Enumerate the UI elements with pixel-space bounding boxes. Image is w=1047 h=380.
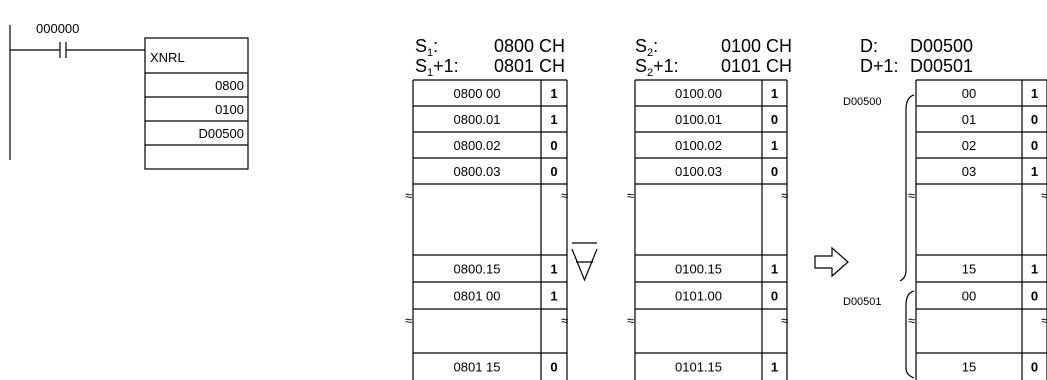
d-word2-brace	[905, 290, 915, 379]
bit-address: 0100.15	[675, 262, 722, 277]
d-word1-brace	[899, 94, 915, 282]
bit-value: 1	[1031, 262, 1038, 277]
s1-next-value: 0801 CH	[494, 56, 565, 76]
bit-address: 0100.02	[675, 138, 722, 153]
bit-address: 0100.00	[675, 86, 722, 101]
operand-s2: 0100	[215, 102, 244, 117]
s2-next-value: 0101 CH	[721, 56, 792, 76]
bit-value: 0	[1031, 138, 1038, 153]
bit-value: 1	[1031, 164, 1038, 179]
bit-address: 15	[962, 360, 976, 375]
s2-next-label: S2+1:	[635, 56, 679, 79]
bit-value: 1	[771, 138, 778, 153]
bit-address: 0100.03	[675, 164, 722, 179]
bit-value: 1	[771, 86, 778, 101]
bit-value: 1	[1031, 86, 1038, 101]
break-mark-icon: ≈	[781, 313, 788, 328]
d-header: D: D00500 D+1: D00501	[860, 36, 973, 76]
s1-next-label: S1+1:	[415, 56, 459, 79]
result-arrow-icon	[814, 246, 849, 278]
operand-s1: 0800	[215, 78, 244, 93]
xnor-operator-icon	[571, 242, 598, 282]
break-mark-icon: ≈	[908, 188, 915, 203]
break-mark-icon: ≈	[1041, 313, 1047, 328]
bit-value: 1	[550, 289, 557, 304]
bit-address: 00	[962, 289, 976, 304]
contact-label: 000000	[36, 21, 79, 36]
bit-address: 0800.02	[454, 138, 501, 153]
d-next-value: D00501	[910, 56, 973, 76]
break-mark-icon: ≈	[781, 188, 788, 203]
s1-header: S1: 0800 CH S1+1: 0801 CH	[415, 36, 565, 79]
bit-address: 0800.01	[454, 112, 501, 127]
d-next-label: D+1:	[860, 56, 899, 76]
s2-value: 0100 CH	[721, 36, 792, 56]
bit-value: 0	[1031, 112, 1038, 127]
bit-address: 0100.01	[675, 112, 722, 127]
s1-label: S1:	[415, 36, 438, 59]
bit-address: 0101.00	[675, 289, 722, 304]
s1-value: 0800 CH	[494, 36, 565, 56]
break-mark-icon: ≈	[405, 188, 412, 203]
bit-value: 1	[771, 360, 778, 375]
bit-address: 02	[962, 138, 976, 153]
bit-value: 1	[550, 112, 557, 127]
bit-value: 0	[771, 112, 778, 127]
bit-address: 0800.03	[454, 164, 501, 179]
break-mark-icon: ≈	[1041, 188, 1047, 203]
break-mark-icon: ≈	[561, 313, 568, 328]
bit-value: 0	[771, 289, 778, 304]
s1-bit-table: 0800 00 1 0800.01 1 0800.02 0 0800.03 0 ≈ ≈0800.1…	[405, 79, 568, 380]
bit-value: 0	[550, 138, 557, 153]
no-contact-icon	[59, 42, 67, 58]
s2-label: S2:	[635, 36, 658, 59]
bit-address: 01	[962, 112, 976, 127]
bit-value: 0	[1031, 289, 1038, 304]
bit-value: 0	[1031, 360, 1038, 375]
bit-address: 03	[962, 164, 976, 179]
d-value: D00500	[910, 36, 973, 56]
bit-address: 15	[962, 262, 976, 277]
break-mark-icon: ≈	[908, 313, 915, 328]
bit-address: 0801 15	[454, 360, 501, 375]
bit-value: 1	[550, 86, 557, 101]
bit-address: 0800 00	[454, 86, 501, 101]
bit-value: 0	[550, 164, 557, 179]
instruction-mnemonic: XNRL	[150, 50, 185, 65]
bit-address: 00	[962, 86, 976, 101]
ladder-rung: 000000 XNRL 0800 0100 D00500	[9, 21, 249, 170]
break-mark-icon: ≈	[561, 188, 568, 203]
bit-value: 0	[771, 164, 778, 179]
bit-address: 0800.15	[454, 262, 501, 277]
break-mark-icon: ≈	[627, 188, 634, 203]
break-mark-icon: ≈	[405, 313, 412, 328]
d-label: D:	[860, 36, 878, 56]
d-word2-label: D00501	[843, 296, 882, 308]
operand-d: D00500	[198, 126, 244, 141]
bit-value: 0	[550, 360, 557, 375]
instruction-block: XNRL 0800 0100 D00500	[144, 37, 249, 170]
bit-address: 0101.15	[675, 360, 722, 375]
s2-header: S2: 0100 CH S2+1: 0101 CH	[635, 36, 792, 79]
bit-address: 0801 00	[454, 289, 501, 304]
break-mark-icon: ≈	[627, 313, 634, 328]
bit-value: 1	[771, 262, 778, 277]
bit-value: 1	[550, 262, 557, 277]
d-word1-label: D00500	[843, 96, 882, 108]
